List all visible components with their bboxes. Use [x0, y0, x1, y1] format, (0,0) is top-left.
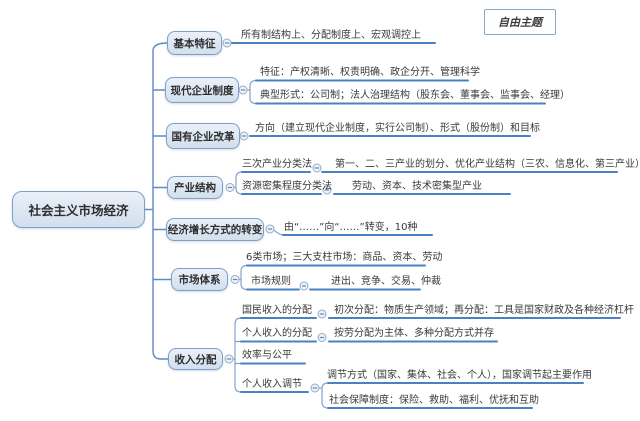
- topic-efficiency-fairness[interactable]: 效率与公平: [242, 350, 292, 361]
- topic-personal-income[interactable]: 个人收入的分配: [242, 328, 312, 339]
- topic-resource-intensity-method[interactable]: 资源密集程度分类法: [242, 181, 332, 192]
- collapse-icon[interactable]: [312, 163, 322, 173]
- underline-modern-enterprise: [255, 79, 546, 105]
- topic-growth-mode-change[interactable]: 由“……”向“……”转变，10种: [284, 222, 418, 233]
- branch-market-system[interactable]: 市场体系: [171, 268, 228, 291]
- branch-income-distribution[interactable]: 收入分配: [168, 348, 223, 370]
- collapse-icon[interactable]: [299, 281, 309, 291]
- branch-soe-reform[interactable]: 国有企业改革: [166, 123, 240, 149]
- branch-label: 市场体系: [178, 274, 221, 286]
- topic-national-income[interactable]: 国民收入的分配: [242, 305, 312, 316]
- branch-label: 收入分配: [174, 353, 217, 366]
- branch-basic-features[interactable]: 基本特征: [167, 31, 222, 55]
- collapse-icon[interactable]: [317, 333, 327, 342]
- trunk-connector: [145, 42, 171, 360]
- free-topic[interactable]: 自由主题: [484, 9, 556, 35]
- branch-label: 产业结构: [174, 182, 216, 194]
- topic-enterprise-features[interactable]: 特征：产权清晰、权责明确、政企分开、管理科学: [260, 67, 480, 78]
- topic-resource-intensity-detail[interactable]: 劳动、资本、技术密集型产业: [352, 181, 482, 192]
- branch-growth-mode[interactable]: 经济增长方式的转变: [166, 218, 264, 241]
- topic-market-rules-detail[interactable]: 进出、竞争、交易、仲裁: [331, 276, 441, 287]
- underline-industry-structure: [241, 171, 618, 195]
- topic-six-markets[interactable]: 6类市场；三大支柱市场：商品、资本、劳动: [246, 252, 443, 263]
- topic-personal-income-detail[interactable]: 按劳分配为主体、多种分配方式并存: [334, 328, 494, 339]
- topic-national-income-detail[interactable]: 初次分配：物质生产领域；再分配：工具是国家财政及各种经济杠杆: [334, 305, 634, 316]
- bracket-market-system: [239, 264, 248, 291]
- topic-income-adjustment[interactable]: 个人收入调节: [242, 379, 302, 390]
- collapse-icon[interactable]: [239, 131, 249, 141]
- collapse-icon[interactable]: [222, 38, 232, 48]
- topic-market-rules[interactable]: 市场规则: [251, 276, 291, 287]
- collapse-icon[interactable]: [225, 183, 235, 192]
- branch-modern-enterprise[interactable]: 现代企业制度: [165, 77, 239, 103]
- topic-adjustment-methods[interactable]: 调节方式（国家、集体、社会、个人），国家调节起主要作用: [327, 370, 592, 381]
- branch-label: 经济增长方式的转变: [167, 224, 263, 236]
- collapse-icon[interactable]: [322, 185, 332, 195]
- branch-label: 基本特征: [173, 37, 216, 50]
- collapse-icon[interactable]: [224, 354, 234, 364]
- free-topic-label: 自由主题: [498, 16, 542, 29]
- underline-income-distribution: [240, 317, 621, 409]
- topic-enterprise-typical-form[interactable]: 典型形式：公司制；法人治理结构（股东会、董事会、监事会、经理）: [260, 90, 570, 101]
- collapse-icon[interactable]: [230, 275, 240, 284]
- branch-industry-structure[interactable]: 产业结构: [167, 176, 223, 199]
- topic-ownership-distribution-macro[interactable]: 所有制结构上、分配制度上、宏观调控上: [241, 30, 421, 41]
- collapse-icon[interactable]: [265, 224, 275, 234]
- branch-label: 国有企业改革: [171, 130, 235, 143]
- branch-label: 现代企业制度: [170, 84, 234, 97]
- root-topic-label: 社会主义市场经济: [28, 203, 129, 218]
- bracket-industry-structure: [234, 171, 243, 195]
- topic-soe-reform-direction[interactable]: 方向（建立现代企业制度，实行公司制）、形式（股份制）和目标: [255, 123, 540, 134]
- topic-three-industry-method[interactable]: 三次产业分类法: [242, 159, 312, 170]
- root-topic[interactable]: 社会主义市场经济: [12, 191, 145, 228]
- collapse-icon[interactable]: [310, 383, 320, 393]
- topic-three-industry-detail[interactable]: 第一、二、三产业的划分、优化产业结构（三农、信息化、第三产业）: [335, 159, 640, 170]
- collapse-icon[interactable]: [238, 85, 248, 95]
- collapse-icon[interactable]: [317, 309, 327, 319]
- bracket-modern-enterprise: [247, 79, 257, 105]
- topic-social-security[interactable]: 社会保障制度：保险、救助、福利、优抚和互助: [329, 395, 539, 406]
- bracket-income-distribution: [233, 317, 242, 393]
- bracket-personal-income-adjust: [319, 382, 329, 409]
- underline-market-system: [246, 264, 426, 291]
